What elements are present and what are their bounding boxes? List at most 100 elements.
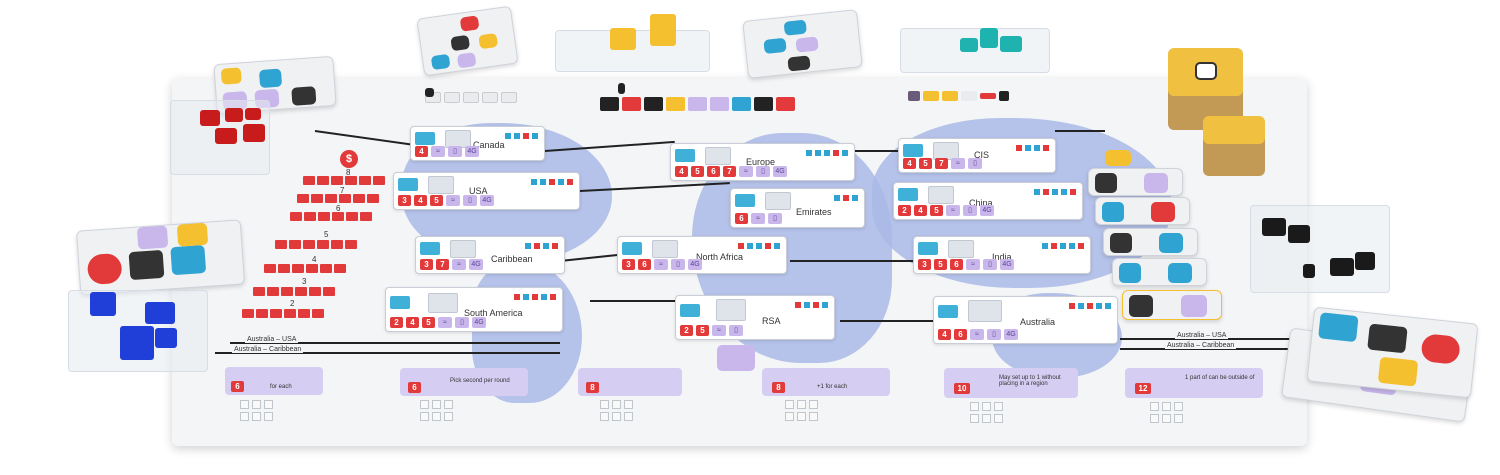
track-label: 6 (336, 204, 341, 213)
black-marker-cube (618, 83, 625, 94)
value-chip: 5 (422, 317, 435, 328)
region-south-america[interactable]: South America 2 4 5 ≈ ▯ 4G (385, 287, 563, 332)
blue-piece (120, 326, 154, 360)
phone-chip-icon: ▯ (463, 195, 477, 206)
route-line (230, 342, 560, 344)
value-chip: 6 (638, 259, 651, 270)
teal-piece (1000, 36, 1022, 52)
value-chip: 5 (930, 205, 943, 216)
wifi-icon: ≈ (951, 158, 965, 169)
value-chip: 5 (919, 158, 932, 169)
region-name: India (992, 252, 1012, 262)
panel-slots (600, 400, 633, 421)
panel-slots (420, 400, 453, 421)
card-slot (705, 147, 731, 165)
network-label: 4G (1004, 329, 1018, 340)
wifi-icon: ≈ (970, 329, 984, 340)
player-card[interactable] (75, 219, 246, 296)
gear-icon (795, 36, 819, 53)
value-chip: 6 (954, 329, 967, 340)
truck-icon (763, 37, 787, 54)
chat-icon (1318, 312, 1359, 343)
phone-icon (898, 188, 918, 201)
region-name: USA (469, 186, 488, 196)
region-emirates[interactable]: Emirates 6 ≈ ▯ (730, 188, 865, 228)
gear-icon (717, 345, 755, 371)
network-label: 4G (773, 166, 787, 177)
action-tile[interactable] (1103, 228, 1198, 256)
track-label: 3 (302, 277, 307, 286)
route-line (855, 150, 900, 152)
card-slot (428, 176, 454, 194)
money-icon (86, 252, 123, 286)
network-label: 4G (1000, 259, 1014, 270)
region-north-africa[interactable]: North Africa 3 6 ≈ ▯ 4G (617, 236, 787, 274)
action-tile[interactable] (1088, 168, 1183, 196)
capacity-markers (531, 179, 573, 185)
route-label-left-2: Australia – Caribbean (232, 346, 304, 353)
route-line (590, 300, 685, 302)
top-right-track (908, 91, 1009, 101)
capacity-markers (1034, 189, 1076, 195)
card-slot (716, 299, 746, 321)
region-values: 3 5 6 ≈ ▯ 4G (918, 259, 1014, 270)
panel-text: 1 part of can be outside of (1185, 375, 1255, 381)
phone-icon (398, 178, 418, 191)
region-values: 6 ≈ ▯ (735, 213, 782, 224)
route-line (1055, 130, 1105, 132)
card-slot (968, 300, 1002, 322)
phone-icon (390, 296, 410, 309)
region-caribbean[interactable]: Caribbean 3 7 ≈ 4G (415, 236, 565, 274)
wifi-icon: ≈ (966, 259, 980, 270)
action-tile[interactable] (1095, 197, 1190, 225)
phone-chip-icon: ▯ (768, 213, 782, 224)
red-piece (245, 108, 261, 120)
region-cis[interactable]: CIS 4 5 7 ≈ ▯ (898, 138, 1056, 173)
money-track-row (253, 287, 335, 296)
wifi-icon: ≈ (946, 205, 960, 216)
bottom-panel-3: 8 (578, 368, 682, 396)
phone-chip-icon: ▯ (448, 146, 462, 157)
bottom-panel-2: 6 Pick second per round (400, 368, 528, 396)
black-piece (1303, 264, 1315, 278)
panel-text: Pick second per round (450, 378, 510, 384)
region-india[interactable]: India 3 5 6 ≈ ▯ 4G (913, 236, 1091, 274)
region-usa[interactable]: USA 3 4 5 ≈ ▯ 4G (393, 172, 580, 210)
red-piece (200, 110, 220, 126)
capacity-markers (505, 133, 538, 139)
region-australia[interactable]: Australia 4 6 ≈ ▯ 4G (933, 296, 1118, 344)
money-track-row (303, 176, 385, 185)
red-piece (215, 128, 237, 144)
value-chip: 3 (420, 259, 433, 270)
region-rsa[interactable]: RSA 2 5 ≈ ▯ (675, 295, 835, 340)
value-chip: 7 (436, 259, 449, 270)
region-name: Emirates (796, 207, 832, 217)
panel-value: 12 (1135, 383, 1151, 394)
action-tile[interactable] (1122, 290, 1222, 320)
panel-text: +1 for each (817, 384, 848, 390)
action-tile[interactable] (1112, 258, 1207, 286)
phone-icon (622, 242, 642, 255)
region-values: 4 5 7 ≈ ▯ (903, 158, 982, 169)
capacity-markers (525, 243, 558, 249)
region-canada[interactable]: Canada 4 ≈ ▯ 4G (410, 126, 545, 161)
card-deck-top[interactable] (1168, 48, 1243, 96)
gear-icon (456, 52, 477, 69)
black-piece (1262, 218, 1286, 236)
player-card[interactable] (416, 5, 519, 77)
player-card[interactable] (742, 9, 863, 79)
wifi-icon (136, 225, 169, 250)
money-icon (1420, 333, 1461, 365)
region-name: South America (464, 308, 523, 318)
region-china[interactable]: China 2 4 5 ≈ ▯ 4G (893, 182, 1083, 220)
black-piece (1330, 258, 1354, 276)
card-deck-top[interactable] (1203, 116, 1265, 144)
black-piece (1355, 252, 1375, 270)
region-values: 2 4 5 ≈ ▯ 4G (390, 317, 486, 328)
track-label: 4 (312, 255, 317, 264)
value-chip: 4 (414, 195, 427, 206)
region-europe[interactable]: Europe 4 5 6 7 ≈ ▯ 4G (670, 143, 855, 181)
capacity-markers (1042, 243, 1084, 249)
phone-chip-icon: ▯ (756, 166, 770, 177)
